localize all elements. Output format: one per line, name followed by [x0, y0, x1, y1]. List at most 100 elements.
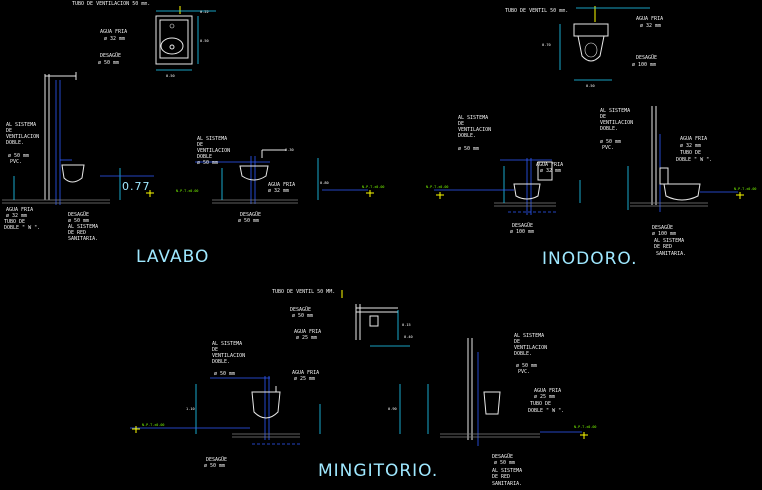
mingitorio-right-desague-1: DESAGÜE — [492, 453, 513, 460]
inodoro-top-agua-label: AGUA FRIA — [636, 16, 663, 22]
inodoro-top-desague-label: DESAGÜE — [636, 54, 657, 61]
inodoro-right-agua-3: TUBO DE — [680, 150, 701, 156]
lavabo-right-sistema-1: AL SISTEMA — [197, 136, 227, 142]
lavabo-section-right: AL SISTEMA DE VENTILACION DOBLE ø 50 mm … — [195, 136, 374, 224]
inodoro-right-sistema-4: DOBLE. — [600, 126, 618, 132]
lavabo-level-right: N.P.T.±0.00 — [362, 185, 384, 189]
lavabo-section-left: AL SISTEMA DE VENTILACION DOBLE. ø 50 mm… — [2, 72, 154, 242]
mingitorio-title: MINGITORIO. — [318, 461, 438, 481]
mingitorio-right-sistema-4: DOBLE. — [514, 351, 532, 357]
inodoro-right-pipe-1: ø 50 mm — [600, 139, 621, 145]
mingitorio-top-desague-2: ø 50 mm — [292, 313, 313, 319]
mingitorio-top-agua-1: AGUA FRIA — [294, 329, 321, 335]
inodoro-right-sistema-3: VENTILACION — [600, 120, 633, 126]
lavabo-top-vent-label: TUBO DE VENTILACION 50 mm. — [72, 1, 150, 7]
lavabo-left-sistema-4: DOBLE. — [6, 140, 24, 146]
inodoro-left-agua-2: ø 32 mm — [540, 168, 561, 174]
lavabo-left-agua-1: AGUA FRIA — [6, 207, 33, 213]
lavabo-right-dim-a: 0.30 — [285, 148, 294, 152]
inodoro-left-sistema-3: VENTILACION — [458, 127, 491, 133]
lavabo-level-left: N.P.T.±0.00 — [176, 189, 198, 193]
inodoro-left-sistema-4: DOBLE. — [458, 133, 476, 139]
mingitorio-right-pipe-1: ø 50 mm — [516, 363, 537, 369]
inodoro-section-left: AL SISTEMA DE VENTILACION DOBLE. ø 50 mm… — [434, 115, 581, 235]
mingitorio-right-desague-3: AL SISTEMA — [492, 468, 522, 474]
inodoro-left-agua-1: AGUA FRIA — [536, 162, 563, 168]
lavabo-left-sistema-2: DE — [6, 128, 12, 134]
inodoro-left-sistema-2: DE — [458, 121, 464, 127]
lavabo-right-sistema-2: DE — [197, 142, 203, 148]
lavabo-left-tubo-1: TUBO DE — [4, 219, 25, 225]
lavabo-left-sistema-3: VENTILACION — [6, 134, 39, 140]
mingitorio-right-desague-2: ø 50 mm — [494, 460, 515, 466]
lavabo-right-sistema-5: ø 50 mm — [197, 160, 218, 166]
inodoro-title: INODORO. — [542, 249, 638, 269]
mingitorio-right-sistema-2: DE — [514, 339, 520, 345]
inodoro-top-vent-label: TUBO DE VENTIL 50 mm. — [505, 8, 568, 14]
inodoro-plan-view: TUBO DE VENTIL 50 mm. AGUA FRIA ø 32 mm … — [505, 6, 663, 88]
mingitorio-right-dim: 0.90 — [388, 407, 397, 411]
inodoro-right-sistema-1: AL SISTEMA — [600, 108, 630, 114]
lavabo-top-agua-label: AGUA FRIA — [100, 29, 127, 35]
mingitorio-right-agua-1: AGUA FRIA — [534, 388, 561, 394]
lavabo-right-sistema-3: VENTILACION — [197, 148, 230, 154]
mingitorio-left-pipe: ø 50 mm — [214, 371, 235, 377]
inodoro-right-desague-2: ø 100 mm — [652, 231, 676, 237]
lavabo-plan-dim-top: 0.22 — [200, 10, 209, 14]
mingitorio-left-desague-1: DESAGÜE — [206, 456, 227, 463]
mingitorio-left-desague-2: ø 50 mm — [204, 463, 225, 469]
inodoro-left-pipe: ø 50 mm — [458, 146, 479, 152]
inodoro-right-agua-2: ø 32 mm — [680, 143, 701, 149]
mingitorio-left-dim: 1.10 — [186, 407, 195, 411]
mingitorio-left-sistema-3: VENTILACION — [212, 353, 245, 359]
mingitorio-left-agua-2: ø 25 mm — [294, 376, 315, 382]
mingitorio-level-right: N.P.T.±0.00 — [574, 425, 596, 429]
mingitorio-right-sistema-3: VENTILACION — [514, 345, 547, 351]
inodoro-plan-dim-bottom: 0.50 — [586, 84, 595, 88]
lavabo-left-desague-5: SANITARIA. — [68, 236, 98, 242]
mingitorio-top-vent-label: TUBO DE VENTIL 50 MM. — [272, 289, 335, 295]
lavabo-top-desague-label: DESAGÜE — [100, 52, 121, 59]
lavabo-left-desague-1: DESAGÜE — [68, 211, 89, 218]
lavabo-left-desague-2: ø 50 mm — [68, 218, 89, 224]
mingitorio-left-agua-1: AGUA FRIA — [292, 370, 319, 376]
mingitorio-right-agua-4: DOBLE " W ". — [528, 408, 564, 414]
lavabo-right-agua-2: ø 32 mm — [268, 188, 289, 194]
lavabo-plan-view: TUBO DE VENTILACION 50 mm. AGUA FRIA ø 3… — [72, 1, 216, 78]
mingitorio-left-sistema-4: DOBLE. — [212, 359, 230, 365]
inodoro-right-sistema-2: DE — [600, 114, 606, 120]
mingitorio-right-agua-2: ø 25 mm — [534, 394, 555, 400]
lavabo-left-sistema-1: AL SISTEMA — [6, 122, 36, 128]
lavabo-plan-dim-side: 0.50 — [200, 39, 209, 43]
inodoro-top-agua-diam: ø 32 mm — [640, 23, 661, 29]
mingitorio-left-sistema-2: DE — [212, 347, 218, 353]
lavabo-right-desague-2: ø 50 mm — [238, 218, 259, 224]
inodoro-right-agua-1: AGUA FRIA — [680, 136, 707, 142]
lavabo-top-desague-diam: ø 50 mm — [98, 60, 119, 66]
lavabo-left-agua-2: ø 32 mm — [6, 213, 27, 219]
lavabo-right-dim-b: 0.80 — [320, 181, 329, 185]
mingitorio-right-desague-5: SANITARIA. — [492, 481, 522, 487]
mingitorio-left-sistema-1: AL SISTEMA — [212, 341, 242, 347]
mingitorio-right-sistema-1: AL SISTEMA — [514, 333, 544, 339]
inodoro-level-right: N.P.T.±0.00 — [734, 187, 756, 191]
inodoro-right-pipe-2: PVC. — [602, 145, 614, 151]
mingitorio-right-pipe-2: PVC. — [518, 369, 530, 375]
inodoro-top-desague-diam: ø 100 mm — [632, 62, 656, 68]
mingitorio-right-desague-4: DE RED — [492, 474, 510, 480]
lavabo-left-pipe-2: PVC. — [10, 159, 22, 165]
mingitorio-level-left: N.P.T.±0.00 — [142, 423, 164, 427]
inodoro-right-desague-3: AL SISTEMA — [654, 238, 684, 244]
inodoro-left-desague-1: DESAGÜE — [512, 222, 533, 229]
inodoro-left-sistema-1: AL SISTEMA — [458, 115, 488, 121]
lavabo-plan-dim-bottom: 0.50 — [166, 74, 175, 78]
mingitorio-top-desague-1: DESAGÜE — [290, 306, 311, 313]
inodoro-right-desague-5: SANITARIA. — [656, 251, 686, 257]
inodoro-plan-dim-side: 0.70 — [542, 43, 551, 47]
inodoro-level-left: N.P.T.±0.00 — [426, 185, 448, 189]
mingitorio-section-right: AL SISTEMA DE VENTILACION DOBLE. ø 50 mm… — [388, 333, 588, 487]
inodoro-right-desague-4: DE RED — [654, 244, 672, 250]
lavabo-top-agua-diam: ø 32 mm — [104, 36, 125, 42]
lavabo-dim-077: 0.77 — [122, 180, 151, 193]
